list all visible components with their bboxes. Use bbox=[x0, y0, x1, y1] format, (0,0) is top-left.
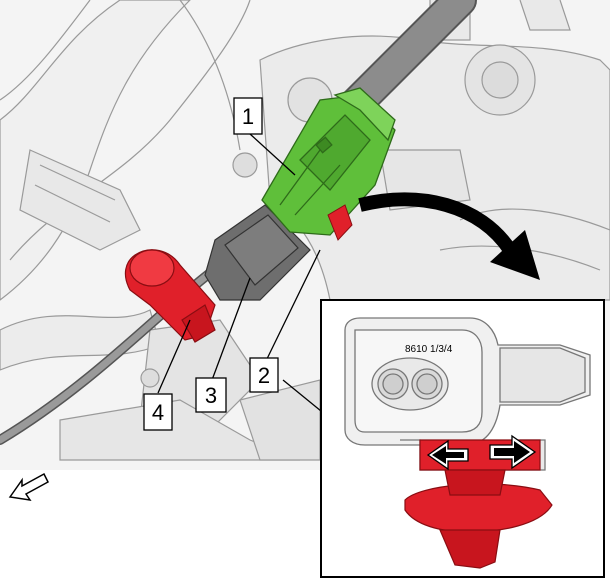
rotation-arrow-icon bbox=[358, 192, 540, 280]
front-direction-arrow-icon bbox=[8, 472, 49, 501]
release-arrow-left-icon bbox=[426, 439, 469, 471]
red-cap bbox=[124, 249, 216, 343]
callout-2: 2 bbox=[249, 357, 279, 393]
release-arrow-right-icon bbox=[489, 434, 537, 470]
callout-3: 3 bbox=[195, 377, 227, 413]
svg-text:2: 2 bbox=[258, 363, 270, 388]
inset-detail: 8610 1/3/4 bbox=[320, 299, 605, 578]
green-connector bbox=[261, 87, 396, 236]
callout-1: 1 bbox=[233, 97, 263, 135]
inset-connector-marking: 8610 1/3/4 bbox=[405, 344, 453, 355]
red-clip-small bbox=[327, 204, 353, 241]
callout-4: 4 bbox=[143, 393, 173, 431]
svg-text:4: 4 bbox=[152, 400, 164, 425]
svg-text:1: 1 bbox=[242, 104, 254, 129]
gray-connector bbox=[204, 204, 311, 301]
svg-text:3: 3 bbox=[205, 383, 217, 408]
